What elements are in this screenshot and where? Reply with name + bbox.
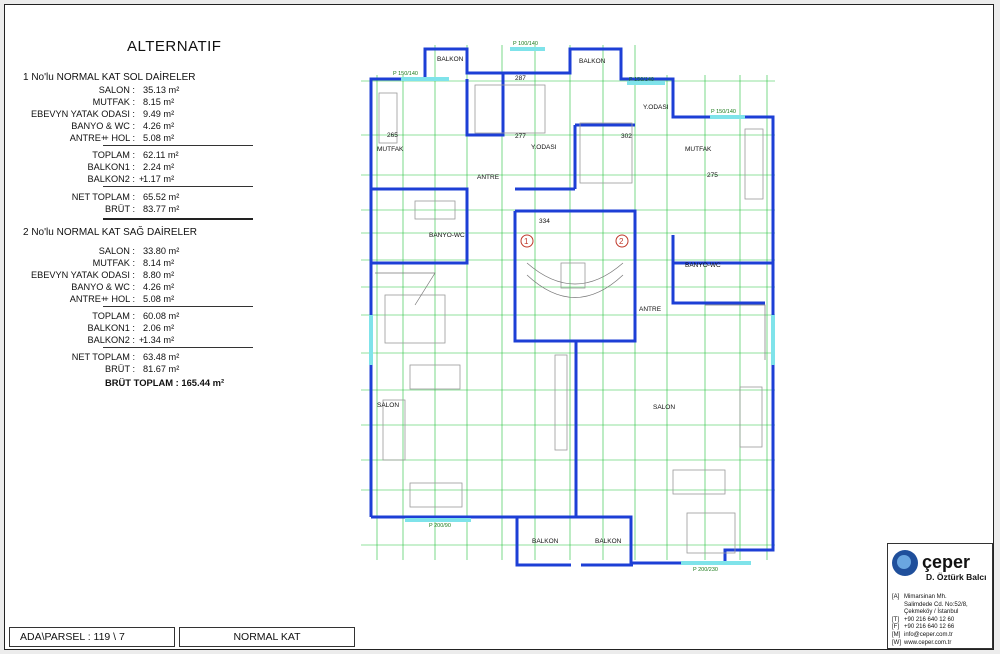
divider bbox=[103, 145, 253, 146]
divider bbox=[103, 186, 253, 187]
dim-287: 287 bbox=[515, 75, 526, 82]
company-owner: D. Öztürk Balcı bbox=[926, 572, 987, 582]
apt2-total-row: TOPLAM :60.08 m² bbox=[92, 311, 180, 321]
apt2-room-row: +ANTRE + HOL :5.08 m² bbox=[69, 294, 175, 304]
banyo-left-label: BANYO-WC bbox=[429, 232, 465, 239]
window-labels: P 100/140 P 150/140 P 150/140 P 150/140 … bbox=[393, 41, 736, 573]
svg-text:P 200/90: P 200/90 bbox=[429, 523, 451, 529]
apt1-total-row: TOPLAM :62.11 m² bbox=[92, 150, 179, 160]
grid-lines bbox=[361, 45, 775, 560]
apt2-total-row: BALKON1 :2.06 m² bbox=[87, 323, 175, 333]
walls bbox=[369, 47, 775, 567]
apt2-net-row: NET TOPLAM :63.48 m² bbox=[71, 352, 180, 362]
dim-277: 277 bbox=[515, 133, 526, 140]
yodasi-left-label: Y.ODASI bbox=[531, 144, 557, 151]
apt1-room-row: SALON :35.13 m² bbox=[98, 85, 180, 95]
yodasi-right-label: Y.ODASI bbox=[643, 104, 669, 111]
company-logo: çeper bbox=[922, 552, 971, 572]
svg-text:P 100/140: P 100/140 bbox=[513, 41, 538, 47]
apt2-total-row: +BALKON2 :1.34 m² bbox=[87, 335, 175, 345]
svg-text:P 200/230: P 200/230 bbox=[693, 567, 718, 573]
dim-334: 334 bbox=[539, 218, 550, 225]
apt1-total-row: BALKON1 :2.24 m² bbox=[87, 162, 175, 172]
apartment-2-heading: 2 No'lu NORMAL KAT SAĞ DAİRELER bbox=[23, 227, 197, 238]
salon-left-label: SALON bbox=[377, 402, 399, 409]
balkon-bl-label: BALKON bbox=[532, 538, 559, 545]
alternative-title: ALTERNATIF bbox=[127, 38, 222, 55]
balkon-tr-label: BALKON bbox=[579, 58, 606, 65]
unit-1-label: 1 bbox=[524, 237, 529, 246]
apt1-room-row: +ANTRE + HOL :5.08 m² bbox=[69, 133, 175, 143]
apt1-brut-row: BRÜT :83.77 m² bbox=[105, 204, 180, 214]
apt1-total-row: +BALKON2 :1.17 m² bbox=[87, 174, 175, 184]
banyo-right-label: BANYO-WC bbox=[685, 262, 721, 269]
unit-markers: 1 2 bbox=[520, 234, 629, 248]
divider bbox=[103, 306, 253, 307]
svg-text:P 150/140: P 150/140 bbox=[393, 71, 418, 77]
drawing-sheet: ALTERNATIF 1 No'lu NORMAL KAT SOL DAİREL… bbox=[4, 4, 994, 650]
apt1-net-row: NET TOPLAM :65.52 m² bbox=[71, 192, 180, 202]
company-contact: [A]Mimarsinan Mh. Salimdede Cd. No:52/8,… bbox=[892, 594, 968, 646]
company-legend: çeper D. Öztürk Balcı [A]Mimarsinan Mh. … bbox=[887, 543, 993, 649]
windows bbox=[369, 47, 775, 565]
brut-total: BRÜT TOPLAM : 165.44 m² bbox=[105, 377, 225, 388]
divider bbox=[103, 347, 253, 348]
apt2-room-row: MUTFAK :8.14 m² bbox=[92, 258, 175, 268]
apt2-room-row: BANYO & WC :4.26 m² bbox=[71, 282, 175, 292]
floor-plan: BALKON BALKON MUTFAK MUTFAK Y.ODASI Y.OD… bbox=[361, 41, 775, 573]
balkon-tl-label: BALKON bbox=[437, 56, 464, 63]
dim-302: 302 bbox=[621, 133, 632, 140]
apt2-brut-row: BRÜT :81.67 m² bbox=[105, 364, 180, 374]
apt2-room-row: EBEVYN YATAK ODASI :8.80 m² bbox=[31, 270, 175, 280]
company-globe-icon bbox=[892, 550, 918, 576]
apt1-room-row: EBEVYN YATAK ODASI :9.49 m² bbox=[31, 109, 175, 119]
unit-2-label: 2 bbox=[619, 237, 624, 246]
dim-275: 275 bbox=[707, 172, 718, 179]
apt1-room-row: BANYO & WC :4.26 m² bbox=[71, 121, 175, 131]
room-labels: BALKON BALKON MUTFAK MUTFAK Y.ODASI Y.OD… bbox=[377, 56, 721, 545]
apt1-room-row: MUTFAK :8.15 m² bbox=[92, 97, 175, 107]
ada-parsel-box: ADA\PARSEL : 119 \ 7 bbox=[9, 627, 175, 647]
balkon-br-label: BALKON bbox=[595, 538, 622, 545]
apt2-room-row: SALON :33.80 m² bbox=[98, 246, 180, 256]
dim-265: 265 bbox=[387, 132, 398, 139]
salon-right-label: SALON bbox=[653, 404, 675, 411]
mutfak-right-label: MUTFAK bbox=[685, 146, 712, 153]
apartment-1-heading: 1 No'lu NORMAL KAT SOL DAİRELER bbox=[23, 72, 196, 83]
antre-right-label: ANTRE bbox=[639, 306, 662, 313]
antre-left-label: ANTRE bbox=[477, 174, 500, 181]
mutfak-left-label: MUTFAK bbox=[377, 146, 404, 153]
furniture bbox=[378, 84, 764, 554]
divider bbox=[103, 218, 253, 220]
svg-text:P 150/140: P 150/140 bbox=[711, 109, 736, 115]
stairs bbox=[375, 262, 766, 360]
svg-text:P 150/140: P 150/140 bbox=[629, 77, 654, 83]
floor-name-box: NORMAL KAT bbox=[179, 627, 355, 647]
